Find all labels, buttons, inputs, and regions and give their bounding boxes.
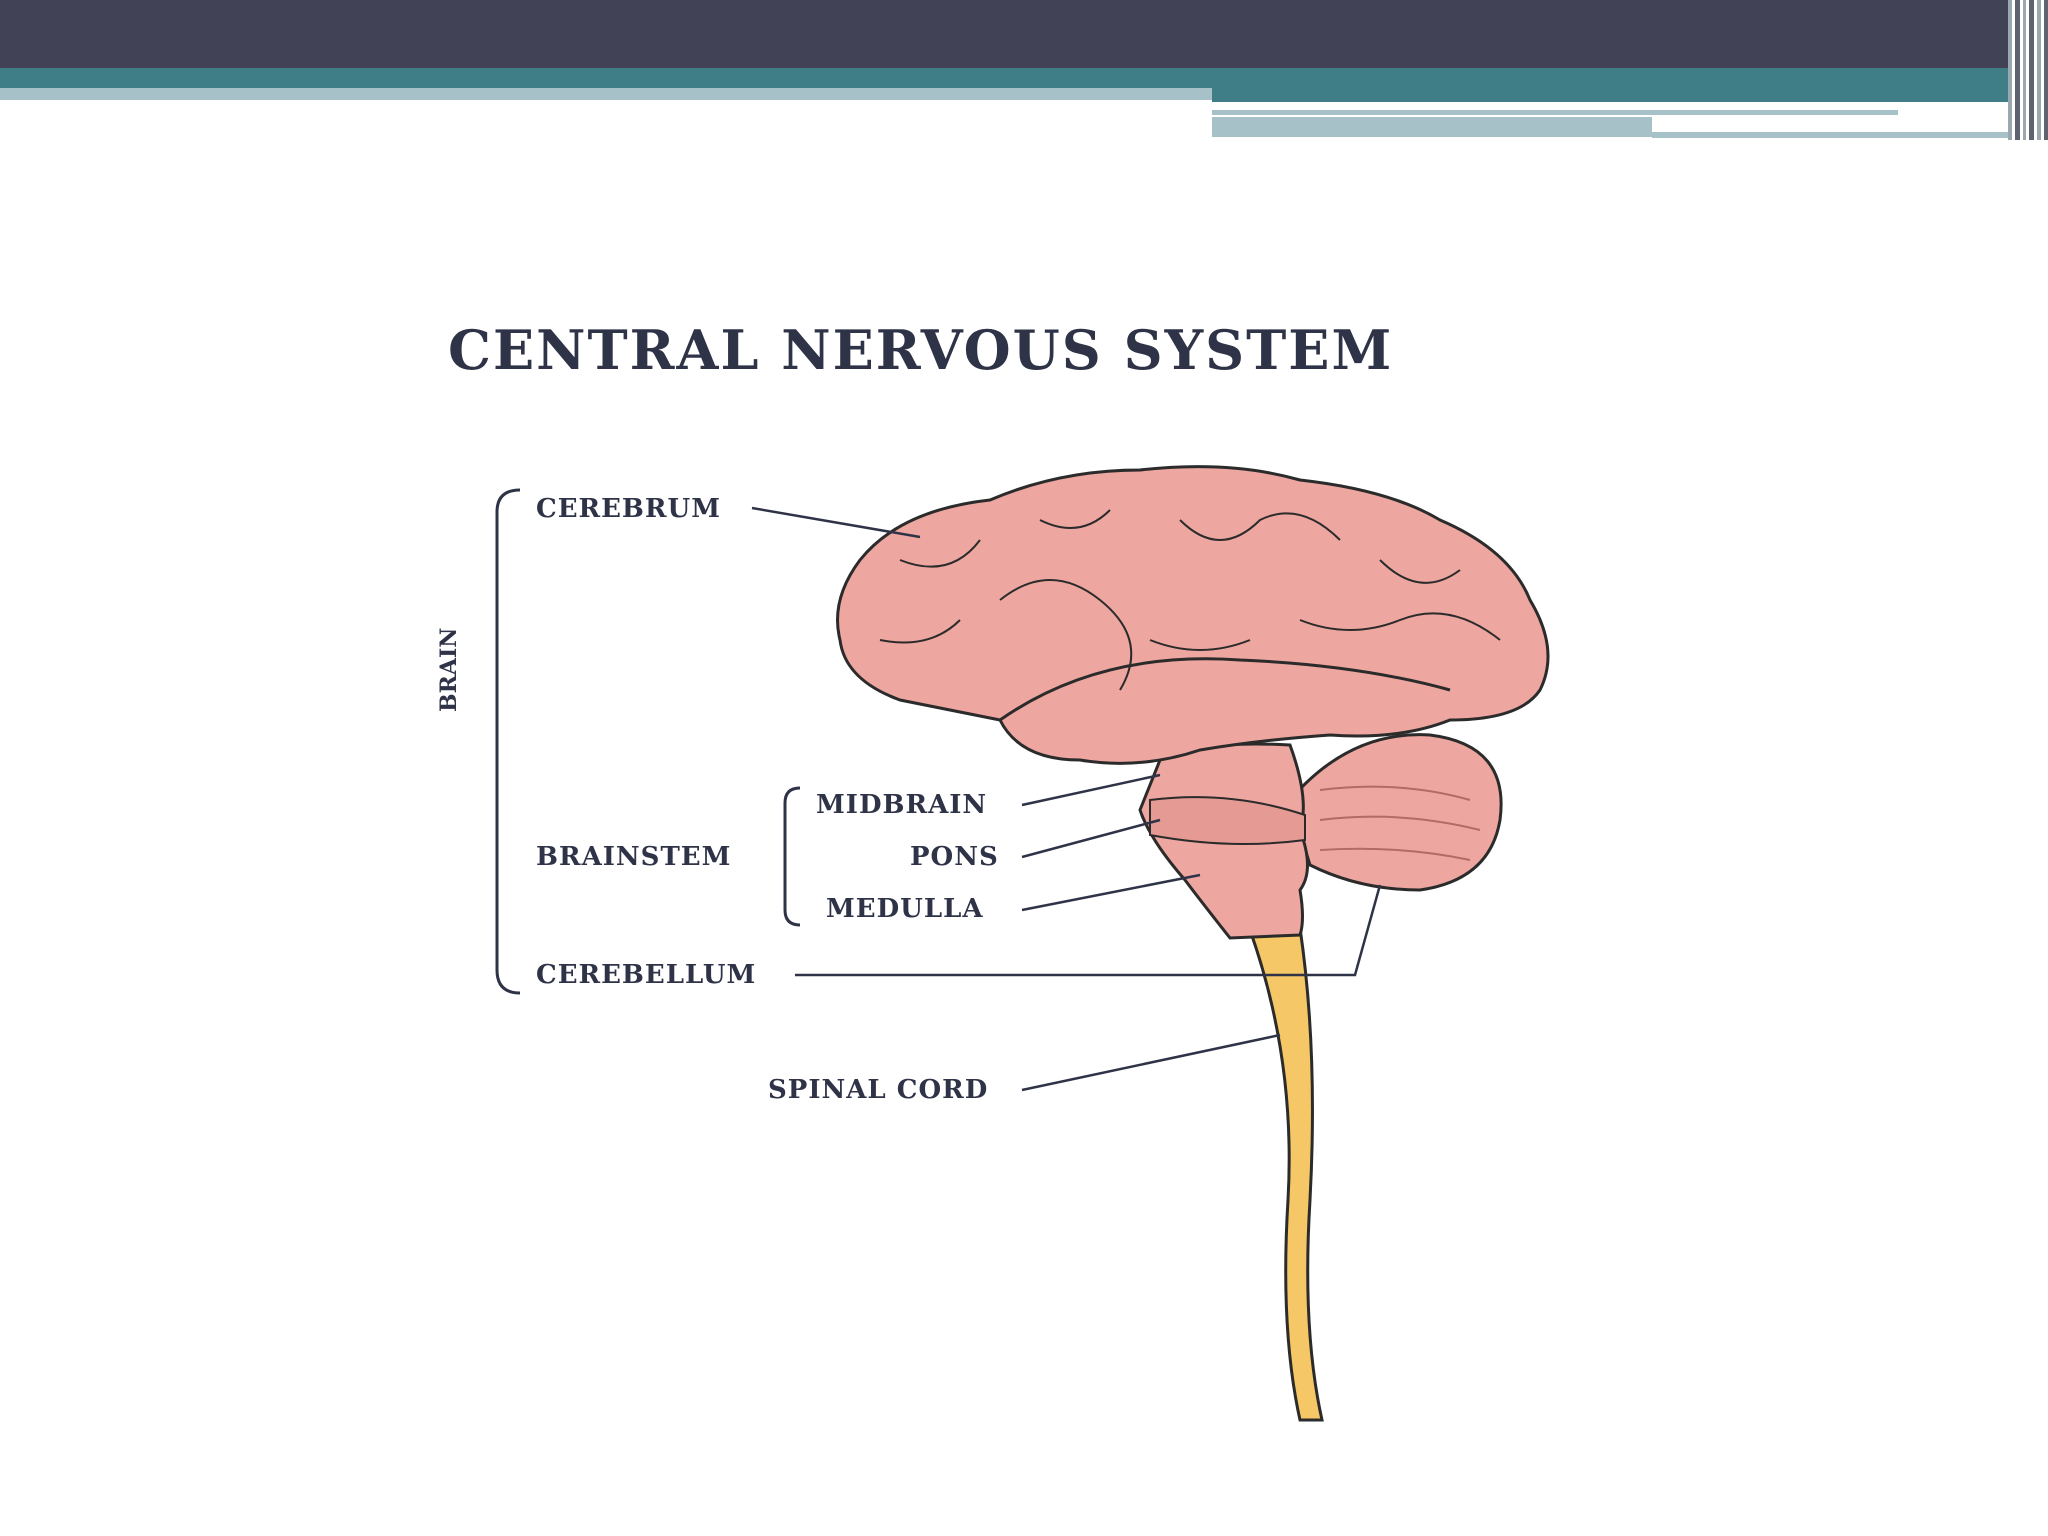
header-dark-bar [0, 0, 2010, 68]
cerebrum-label: CEREBRUM [536, 494, 721, 524]
spinal-cord-label: SPINAL CORD [768, 1075, 989, 1105]
leader-cerebrum [751, 506, 921, 539]
leader-medulla [1021, 873, 1201, 912]
brainstem-bracket [783, 786, 801, 927]
pons-label: PONS [910, 842, 999, 872]
leader-cerebellum [795, 884, 1382, 977]
cerebrum-shape [836, 465, 1550, 765]
header-light-stripe [0, 88, 1212, 100]
diagram-title: CENTRAL NERVOUS SYSTEM [448, 318, 1394, 382]
midbrain-label: MIDBRAIN [816, 790, 988, 820]
leader-spinal-cord [1021, 1033, 1281, 1092]
cerebellum-label: CEREBELLUM [536, 960, 757, 990]
corner-decoration [2008, 0, 2048, 140]
cerebellum-shape [1288, 733, 1503, 892]
leader-pons [1021, 818, 1161, 859]
brainstem-label: BRAINSTEM [536, 842, 732, 872]
header-thin-line [1212, 110, 1898, 115]
spinal-cord-shape [1247, 926, 1324, 1422]
header-teal-stripe [0, 68, 2010, 88]
medulla-label: MEDULLA [826, 894, 984, 924]
header-teal-stripe-right [1212, 88, 2010, 102]
header-light-line [1652, 132, 2010, 138]
header-light-block [1212, 117, 1652, 137]
brain-label: BRAIN [436, 627, 462, 712]
brain-bracket [495, 488, 521, 995]
leader-midbrain [1021, 773, 1161, 807]
